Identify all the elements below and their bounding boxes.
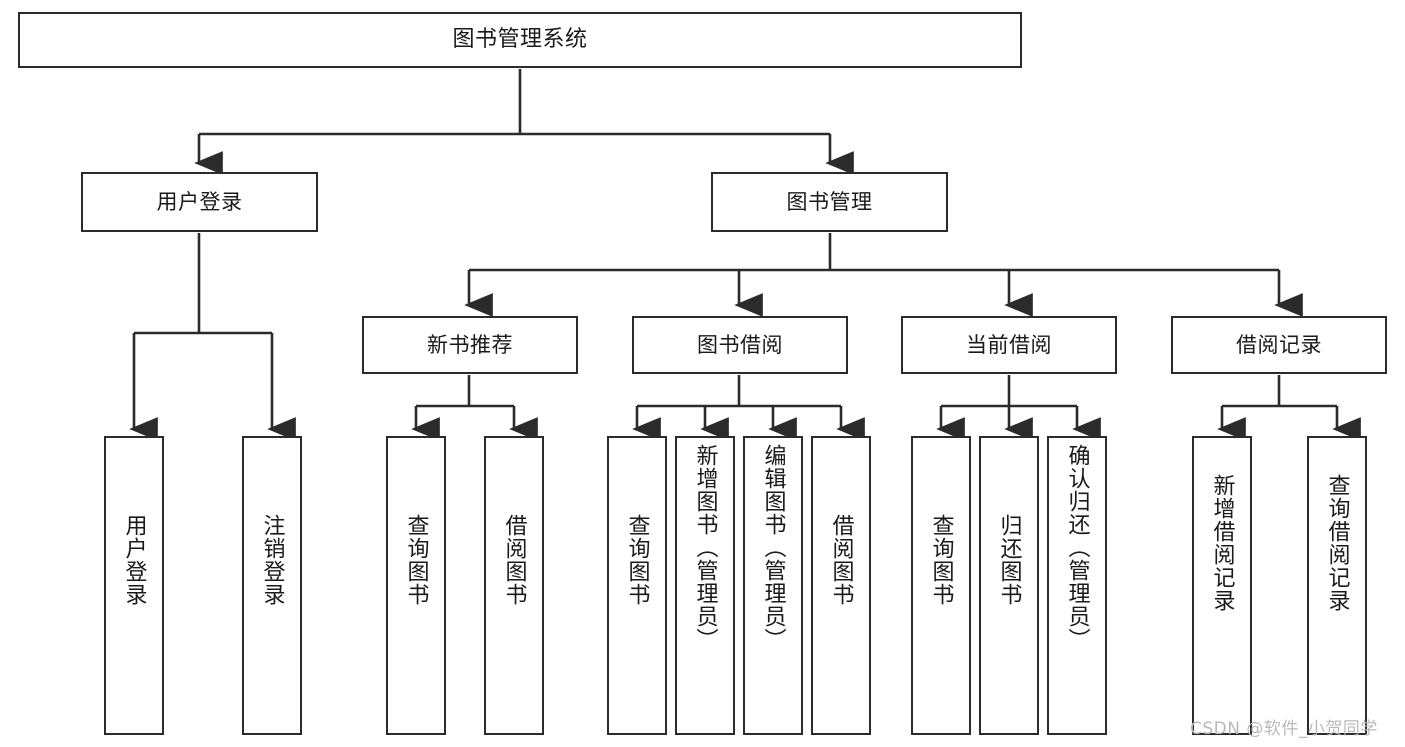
- leaf-borrow-book-1[interactable]: 借阅图书: [484, 436, 544, 735]
- leaf-user-logout[interactable]: 注销登录: [242, 436, 302, 735]
- leaf-edit-book[interactable]: 编辑图书（管理员）: [743, 436, 803, 735]
- node-book-manage[interactable]: 图书管理: [711, 172, 948, 232]
- leaf-confirm-return[interactable]: 确认归还（管理员）: [1047, 436, 1107, 735]
- node-user-login[interactable]: 用户登录: [81, 172, 318, 232]
- node-root-label: 图书管理系统: [452, 27, 588, 53]
- leaf-borrow-book-1-label: 借阅图书: [501, 514, 527, 606]
- leaf-add-record[interactable]: 新增借阅记录: [1192, 436, 1252, 735]
- leaf-query-record-label: 查询借阅记录: [1324, 474, 1350, 612]
- leaf-query-book-2-label: 查询图书: [624, 514, 650, 606]
- leaf-borrow-book-2-label: 借阅图书: [828, 514, 854, 606]
- node-current-borrow-label: 当前借阅: [966, 332, 1052, 357]
- node-book-manage-label: 图书管理: [786, 189, 873, 214]
- leaf-confirm-return-label: 确认归还（管理员）: [1064, 444, 1090, 651]
- leaf-return-book[interactable]: 归还图书: [979, 436, 1039, 735]
- leaf-query-record[interactable]: 查询借阅记录: [1307, 436, 1367, 735]
- node-book-borrow[interactable]: 图书借阅: [632, 316, 848, 374]
- leaf-user-login[interactable]: 用户登录: [104, 436, 164, 735]
- leaf-add-record-label: 新增借阅记录: [1209, 474, 1235, 612]
- node-borrow-record-label: 借阅记录: [1236, 332, 1322, 357]
- node-root[interactable]: 图书管理系统: [18, 12, 1022, 68]
- leaf-add-book-label: 新增图书（管理员）: [692, 444, 718, 651]
- node-book-borrow-label: 图书借阅: [697, 332, 783, 357]
- leaf-query-book-3-label: 查询图书: [928, 514, 954, 606]
- node-current-borrow[interactable]: 当前借阅: [901, 316, 1117, 374]
- node-user-login-label: 用户登录: [156, 189, 243, 214]
- node-new-book-recommend[interactable]: 新书推荐: [362, 316, 578, 374]
- leaf-query-book-2[interactable]: 查询图书: [607, 436, 667, 735]
- leaf-borrow-book-2[interactable]: 借阅图书: [811, 436, 871, 735]
- node-new-book-recommend-label: 新书推荐: [427, 332, 513, 357]
- leaf-edit-book-label: 编辑图书（管理员）: [760, 444, 786, 651]
- leaf-query-book-1[interactable]: 查询图书: [386, 436, 446, 735]
- node-borrow-record[interactable]: 借阅记录: [1171, 316, 1387, 374]
- leaf-user-logout-label: 注销登录: [259, 514, 285, 606]
- leaf-query-book-3[interactable]: 查询图书: [911, 436, 971, 735]
- leaf-add-book[interactable]: 新增图书（管理员）: [675, 436, 735, 735]
- leaf-return-book-label: 归还图书: [996, 514, 1022, 606]
- leaf-query-book-1-label: 查询图书: [403, 514, 429, 606]
- leaf-user-login-label: 用户登录: [121, 514, 147, 606]
